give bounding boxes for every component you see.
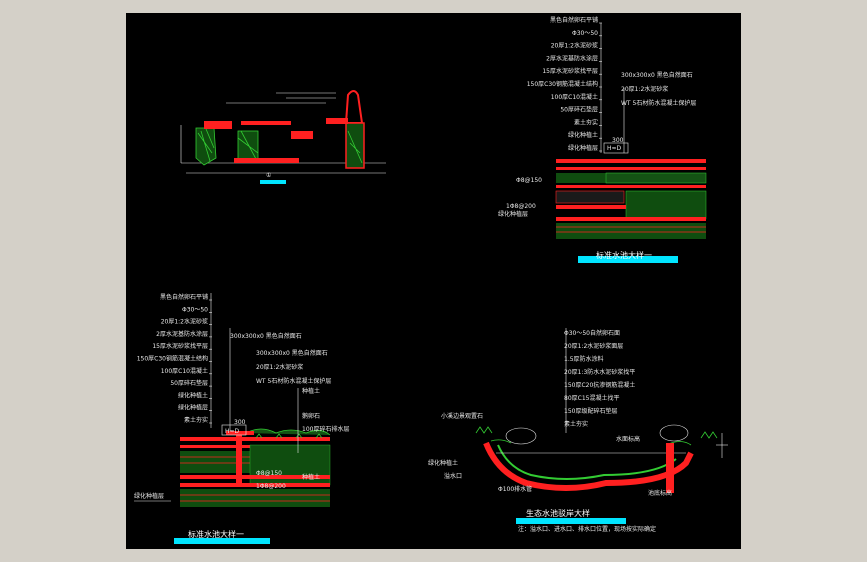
side-layer-label: 300x300x0 黑色自然面石: [230, 332, 302, 340]
side-layer-label: 300x300x0 黑色自然面石: [621, 71, 693, 79]
side-layer-label: 20厚1:2水泥砂浆: [621, 85, 668, 93]
side-layers-bottom-left: 300x300x0 黑色自然面石 300x300x0 黑色自然面石 20厚1:2水泥…: [230, 332, 349, 453]
layer-label: 80厚C15混凝土找平: [564, 394, 619, 402]
layer-label: 1.5厚防水涂料: [564, 355, 604, 363]
note-left: 小溪边景观置石: [441, 412, 483, 420]
title-bottom-left: 标准水池大样一: [188, 529, 244, 539]
layer-label: 100厚C10混凝土: [161, 367, 208, 375]
layer-label: 150厚C30钢筋混凝土结构: [137, 355, 208, 363]
note-left: 绿化种植土: [428, 459, 458, 467]
side-layer-label: WT 5石材防水混凝土保护层: [256, 377, 331, 385]
layer-label: Φ30～50自然卵石面: [564, 329, 620, 337]
side-layer-label: 鹅卵石: [302, 412, 320, 420]
title-top-right: 标准水池大样一: [596, 250, 652, 260]
layer-label: 20厚1:2水泥砂浆: [161, 318, 208, 326]
planting-note: 绿化种植层: [498, 210, 528, 218]
layer-label: 素土夯实: [564, 420, 588, 428]
title-bar-bottom-left: [174, 538, 270, 544]
layer-label: 黑色自然卵石平铺: [550, 16, 598, 24]
planting-note: 种植土: [302, 473, 320, 481]
layer-label: 50厚碎石垫层: [170, 379, 208, 387]
drawing-sheet: ① H≈D 300 标准水池大样一 黑色自然卵石平铺 Φ30～50 20厚1:2水泥…: [134, 16, 728, 544]
detail-top-right: H≈D 300 标准水池大样一 黑色自然卵石平铺 Φ30～50 20厚1:2水泥砂浆…: [498, 16, 707, 263]
layer-list-bottom-right: Φ30～50自然卵石面 20厚1:2水泥砂浆面层 1.5厚防水涂料 20厚1:3防水水…: [564, 329, 635, 428]
layer-label: 15厚水泥砂浆找平层: [152, 342, 208, 350]
note-left: 溢水口: [444, 472, 462, 480]
note-right: 水面标高: [616, 435, 640, 443]
layer-label: 素土夯实: [184, 416, 208, 424]
notes-bottom-left: Φ8@150 1Φ8@200 种植土: [256, 470, 320, 490]
layer-label: 20厚1:2水泥砂浆: [551, 42, 598, 50]
bottom-left-dim: 300: [234, 419, 246, 426]
top-right-tag: H≈D: [607, 145, 622, 152]
top-right-dim: 300: [612, 137, 624, 144]
layer-label: 黑色自然卵石平铺: [160, 293, 208, 301]
side-layer-label: 300x300x0 黑色自然面石: [256, 349, 328, 357]
cad-drawing-canvas[interactable]: ① H≈D 300 标准水池大样一 黑色自然卵石平铺 Φ30～50 20厚1:2水泥…: [126, 13, 741, 549]
detail-top-left: ①: [180, 90, 386, 184]
layer-label: 150厚级配碎石垫层: [564, 407, 617, 415]
section-marker: ①: [266, 172, 271, 179]
layer-label: 素土夯实: [574, 118, 598, 126]
layer-label: 绿化种植层: [178, 404, 208, 412]
layer-label: 20厚1:2水泥砂浆面层: [564, 342, 623, 350]
layer-label: 150厚C20抗渗钢筋混凝土: [564, 381, 635, 389]
footnote-bottom-right: 注：溢水口、进水口、排水口位置，现场按实际确定: [518, 525, 656, 533]
side-layer-label: 20厚1:2水泥砂浆: [256, 363, 303, 371]
rebar-note: Φ8@150: [256, 470, 282, 477]
bottom-left-tag: H≈D: [225, 428, 240, 435]
layer-label: 150厚C30钢筋混凝土结构: [527, 80, 598, 88]
bottom-right-note-bottom: Φ100排水管: [498, 485, 532, 493]
side-layers-top-right: 300x300x0 黑色自然面石 20厚1:2水泥砂浆 WT 5石材防水混凝土保护层: [621, 71, 696, 107]
layer-label: 50厚碎石垫层: [560, 106, 598, 114]
side-layer-label: WT 5石材防水混凝土保护层: [621, 99, 696, 107]
title-bar-bottom-right: [516, 518, 626, 524]
layer-label: 2厚水泥基防水涂层: [156, 330, 208, 338]
layer-label: Φ30～50: [572, 30, 598, 37]
section-marker-bar: [260, 180, 286, 184]
side-layer-label: 种植土: [302, 387, 320, 395]
detail-bottom-right: 生态水池驳岸大样 注：溢水口、进水口、排水口位置，现场按实际确定 Φ100排水管…: [428, 328, 728, 533]
rebar-note: 1Φ8@200: [506, 203, 536, 210]
layer-label: 绿化种植土: [178, 391, 208, 399]
layer-label: 100厚C10混凝土: [551, 93, 598, 101]
layer-label: 20厚1:3防水水泥砂浆找平: [564, 368, 635, 376]
title-bottom-right: 生态水池驳岸大样: [526, 508, 590, 518]
layer-label: 绿化种植层: [568, 144, 598, 152]
note-right: 池底标高: [648, 489, 672, 497]
layer-label: Φ30～50: [182, 306, 208, 313]
layer-list-top-right: 黑色自然卵石平铺 Φ30～50 20厚1:2水泥砂浆 2厚水泥基防水涂层 15厚水泥砂浆…: [527, 16, 602, 152]
bottom-left-note-left: 绿化种植层: [134, 492, 164, 500]
layer-label: 15厚水泥砂浆找平层: [542, 67, 598, 75]
rebar-note: 1Φ8@200: [256, 483, 286, 490]
rebar-note: Φ8@150: [516, 177, 542, 184]
side-layer-label: 100厚碎石排水层: [302, 425, 349, 433]
layer-label: 绿化种植土: [568, 131, 598, 139]
layer-list-bottom-left: 黑色自然卵石平铺 Φ30～50 20厚1:2水泥砂浆 2厚水泥基防水涂层 15厚水泥砂浆…: [137, 293, 212, 424]
detail-bottom-left: H≈D 300 标准水池大样一 绿化种植层 黑色自然卵石平铺 Φ30～50 20厚1…: [134, 293, 349, 544]
layer-label: 2厚水泥基防水涂层: [546, 54, 598, 62]
title-bar-top-right: [578, 256, 678, 263]
